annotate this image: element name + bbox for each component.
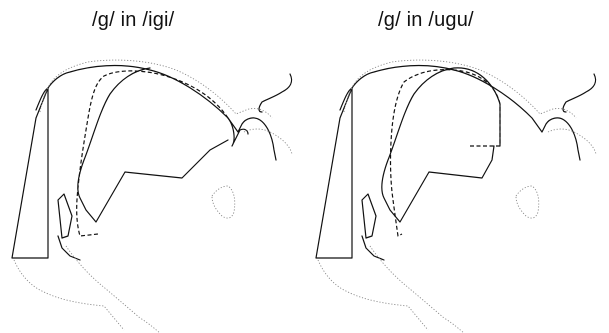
upper-lip-outline: [563, 74, 596, 112]
panel-igi: /g/ in /igi/: [0, 0, 304, 333]
reference-outline-jaw: [370, 246, 464, 333]
vocal-tract-diagram-ugu: [304, 0, 608, 333]
upper-lip-outline: [259, 74, 292, 112]
reference-outline-jaw: [66, 246, 160, 333]
epiglottis: [362, 194, 376, 238]
reference-outline-chin: [212, 186, 235, 218]
tongue-contour-dashed: [77, 71, 228, 236]
tongue-body: [78, 68, 228, 222]
larynx-outline: [362, 236, 384, 260]
reference-outline-upper: [40, 60, 272, 118]
larynx-outline: [58, 236, 80, 260]
reference-outline-lip: [244, 129, 292, 154]
reference-outline-upper: [344, 60, 576, 118]
epiglottis: [58, 194, 72, 238]
reference-outline-lower: [318, 260, 428, 330]
reference-outline-lower: [14, 260, 124, 330]
vocal-tract-diagram-igi: [0, 0, 304, 333]
reference-outline-lip: [548, 129, 596, 154]
reference-outline-chin: [516, 186, 539, 218]
pharynx-wall: [316, 88, 352, 258]
pharynx-wall: [12, 88, 48, 258]
panel-ugu: /g/ in /ugu/: [304, 0, 608, 333]
